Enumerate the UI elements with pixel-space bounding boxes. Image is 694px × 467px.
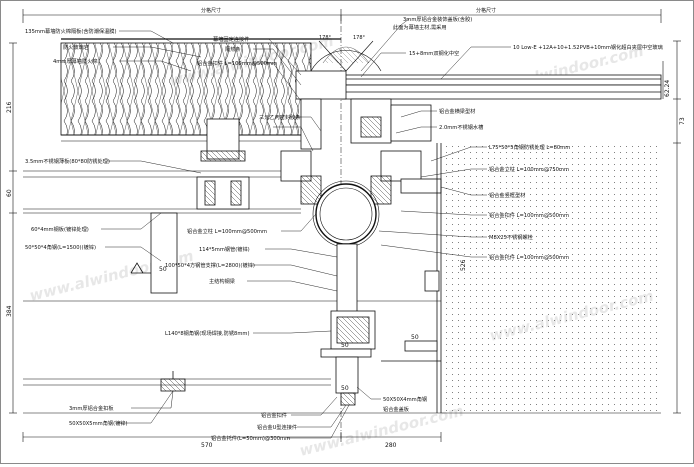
square-tube-support xyxy=(320,243,376,406)
base-width-label: 50 xyxy=(341,385,349,392)
left-dim-3: 384 xyxy=(6,305,13,317)
main-steel-pipe xyxy=(312,180,380,248)
label-fire-rock-wool: 防火玻璃岩 xyxy=(63,43,89,51)
label-u-connector: 铝合金U型连接件 xyxy=(257,423,297,431)
left-dim-1: 216 xyxy=(6,101,13,113)
leader-lines xyxy=(101,18,511,439)
label-m8-bolt: M8X25不锈钢螺栓 xyxy=(489,233,534,241)
plate-width-label: 50 xyxy=(411,334,419,341)
label-square-tube: 100*50*4方钢管支撑(L=2800)(镀锌) xyxy=(165,261,255,269)
label-aluminum-cover-plate: 3mm厚铝合金扣板 xyxy=(69,404,114,412)
label-gutter: 2.0mm不锈钢水槽 xyxy=(439,123,483,131)
label-bracket-500: 铝合金托件 L=100mm@500mm xyxy=(489,253,569,261)
label-mullion-750: 铝合金立柱 L=100mm@750mm xyxy=(489,165,569,173)
top-dim-right-label: 分格尺寸 xyxy=(476,7,496,14)
top-dimension xyxy=(22,9,662,23)
glass-total-dim: 62.24 xyxy=(664,80,671,97)
label-angle-l75: L75*50*5角钢防锈处理 L=80mm xyxy=(489,143,570,151)
tube-width-label: 50 xyxy=(341,342,349,349)
label-low-e-glass: 10 Low-E +12A+10+1.52PVB+10mm钢化超白夹层中空玻璃 xyxy=(513,43,663,51)
label-steel-pipe: 114*5mm钢管(镀锌) xyxy=(199,245,250,253)
label-bottom-cover: 铝合金盖板 xyxy=(383,405,410,413)
right-dimension-chain xyxy=(662,40,681,414)
opening-arc-symbol xyxy=(310,40,382,72)
label-aluminum-fastener: 铝合金扣件 xyxy=(261,411,287,419)
right-dim-1: 73 xyxy=(679,117,686,125)
angle-label-a: 178° xyxy=(319,35,332,41)
right-dim-3: 526 xyxy=(460,259,467,271)
left-dim-2: 60 xyxy=(6,189,13,197)
watermark-5: www.alwindoor.com xyxy=(298,402,466,460)
pipe-clip-assembly xyxy=(280,150,442,205)
right-vertical-plate xyxy=(381,143,442,413)
label-fixing-connector: 幕墙固定连接件 xyxy=(213,35,249,43)
top-dim-left-label: 分格尺寸 xyxy=(201,7,221,14)
label-fastener-500: 铝合金扣件 L=100mm@500mm xyxy=(489,211,569,219)
label-decorative-cover: 3mm厚铝合金装饰盖板(含胶) xyxy=(403,15,472,23)
post-width-label: 50 xyxy=(159,266,167,273)
label-fire-wool-4mm: 4mm厚幕墙防火棉 xyxy=(53,57,98,65)
left-bracket-block xyxy=(196,118,250,210)
left-vertical-post xyxy=(130,212,178,294)
label-steel-sheet: 3.5mm不锈钢薄板(80*80防锈处理) xyxy=(25,157,110,165)
glazing-frame-top xyxy=(295,70,662,150)
bottom-left-angle xyxy=(160,371,186,392)
label-steel-plate: 60*4mm钢板(镀锌处理) xyxy=(31,225,89,233)
label-angle-steel: 50*50*4角钢(L=1500)(镀锌) xyxy=(25,243,96,251)
slab-dotted-region xyxy=(441,143,661,413)
insulation-panel xyxy=(60,38,341,142)
label-transom-profile: 铝合金横梁型材 xyxy=(439,107,475,115)
angle-label-b: 178° xyxy=(353,35,366,41)
label-angle-50x50x4: 50X50X4mm角钢 xyxy=(383,395,427,403)
bottom-dim-left: 570 xyxy=(201,442,213,449)
label-aluminum-clip: 铝合金扣件 L=100mm@500mm xyxy=(197,59,277,67)
label-fire-insulation-board: 135mm幕墙防火棉隔板(含防潮保温膜) xyxy=(25,27,117,35)
label-aluminum-bracket: 铝合金托件(L=50mm)@300mm xyxy=(211,434,290,442)
label-angle-l140: L140*8钢角钢(现场焊接,防锈8mm) xyxy=(165,329,249,337)
label-aluminum-mullion: 铝合金立柱 L=100mm@500mm xyxy=(187,227,267,235)
steel-sheet-lines xyxy=(23,170,441,386)
label-double-glazing: 15+8mm双钢化中空 xyxy=(409,49,459,57)
label-thermal-break: 隔热条 xyxy=(225,45,241,53)
label-frame-profile: 铝合金竖框型材 xyxy=(489,191,525,199)
label-epdm-gasket: 三元乙丙密封胶条 xyxy=(259,113,301,121)
label-main-material-note: 此面为幕墙主材,需采用 xyxy=(393,23,447,31)
label-main-steel-beam: 主结构钢梁 xyxy=(209,277,235,285)
bottom-dim-right: 280 xyxy=(385,442,397,449)
label-angle-50x50x5: 50X50X5mm角钢(镀锌) xyxy=(69,419,128,427)
bottom-dimension xyxy=(22,432,442,442)
left-dimension-chain xyxy=(9,42,17,414)
